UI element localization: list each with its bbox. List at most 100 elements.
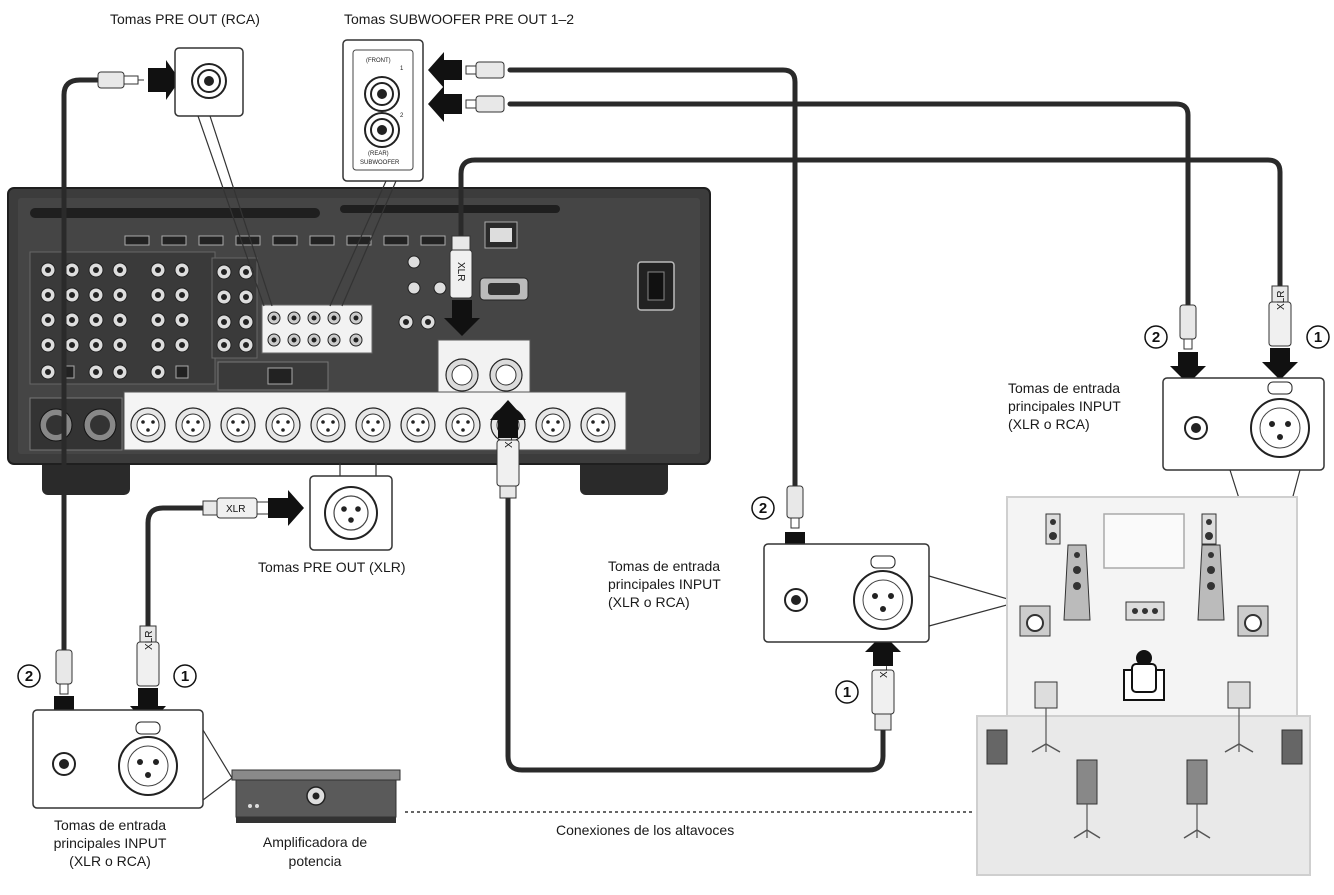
xlr-plug-label: XLR xyxy=(144,631,155,650)
label-input-middle: Tomas de entrada principales INPUT (XLR … xyxy=(608,558,721,610)
input-line-1: Tomas de entrada xyxy=(54,817,166,833)
cable-sub-xlr-rear xyxy=(458,157,1283,291)
marker-one: 1 xyxy=(1306,325,1330,349)
hdmi-ports xyxy=(124,221,518,249)
xlr-plug-label: XLR xyxy=(879,659,890,678)
power-amplifier xyxy=(231,769,401,823)
speaker-icon xyxy=(1034,681,1058,709)
sub-1-label: 1 xyxy=(400,66,404,72)
arrow-down-icon xyxy=(1170,352,1206,384)
xlr-plug-mid-input: XLR xyxy=(871,659,895,731)
xlr-plug-label: XLR xyxy=(455,262,466,281)
amp-input-left xyxy=(32,709,233,809)
arrow-left-icon xyxy=(428,86,462,122)
marker-one-label: 1 xyxy=(1314,329,1322,346)
rca-plug-sub-rear xyxy=(465,95,505,113)
label-input-right: Tomas de entrada principales INPUT (XLR … xyxy=(1008,380,1121,432)
xlr-plug-sub-rear: XLR xyxy=(449,235,473,299)
marker-two-label: 2 xyxy=(759,500,767,517)
antenna-right xyxy=(340,205,560,213)
cables xyxy=(61,67,1283,773)
input-line-2: principales INPUT xyxy=(608,576,721,592)
arrow-up-icon xyxy=(490,400,526,438)
arrow-up-icon xyxy=(865,634,901,666)
xlr-pre-out-row xyxy=(29,391,627,451)
speaker-icon xyxy=(1186,759,1208,805)
speaker-icon xyxy=(1076,759,1098,805)
sub-rear-label: (REAR) xyxy=(368,151,389,157)
input-line-1: Tomas de entrada xyxy=(608,558,720,574)
marker-two: 2 xyxy=(1144,325,1168,349)
amp-line-1: Amplificadora de xyxy=(263,834,367,850)
xlr-plug-label: XLR xyxy=(504,429,515,448)
cable-sub-xlr-front xyxy=(505,485,886,773)
rca-plug-right-input xyxy=(1179,304,1197,350)
sub-front-label: (FRONT) xyxy=(366,58,391,64)
amp-input-middle xyxy=(763,543,1021,643)
marker-two: 2 xyxy=(17,664,41,688)
plugs: XLR XLR XLR XLR xyxy=(55,61,1292,731)
xlr-plug-label: XLR xyxy=(226,504,245,515)
marker-two-label: 2 xyxy=(25,668,33,685)
input-line-3: (XLR o RCA) xyxy=(69,853,151,869)
analog-input-block xyxy=(29,251,216,385)
label-input-left: Tomas de entrada principales INPUT (XLR … xyxy=(54,817,167,869)
xlr-plug-left-input: XLR xyxy=(136,625,160,687)
marker-one: 1 xyxy=(173,664,197,688)
cable-xlr-pre-out xyxy=(145,505,208,645)
marker-two-label: 2 xyxy=(1152,329,1160,346)
xlr-plug-pre-out: XLR xyxy=(202,497,270,519)
arrows xyxy=(46,52,1298,732)
cable-sub-front xyxy=(507,67,798,491)
label-subwoofer-pre-out: Tomas SUBWOOFER PRE OUT 1–2 xyxy=(344,11,574,27)
input-line-3: (XLR o RCA) xyxy=(1008,416,1090,432)
pre-out-xlr-callout xyxy=(309,475,393,551)
marker-one-label: 1 xyxy=(181,668,189,685)
amp-line-2: potencia xyxy=(289,853,342,869)
sub-2-label: 2 xyxy=(400,113,404,119)
arrow-down-icon xyxy=(444,300,480,336)
xlr-plug-label: XLR xyxy=(1276,291,1287,310)
speaker-icon xyxy=(1281,729,1303,765)
tv-screen-icon xyxy=(1103,513,1185,569)
rca-plug-sub-front xyxy=(465,61,505,79)
input-line-2: principales INPUT xyxy=(1008,398,1121,414)
arrow-right-icon xyxy=(268,490,304,526)
label-xlr-pre-out: Tomas PRE OUT (XLR) xyxy=(258,559,406,575)
arrow-down-icon xyxy=(1262,348,1298,380)
rca-plug-left-input xyxy=(55,649,73,695)
subwoofer-pre-out-callout: (FRONT) 1 2 (REAR) SUBWOOFER xyxy=(342,39,424,182)
label-speaker-connections: Conexiones de los altavoces xyxy=(556,822,734,838)
input-line-1: Tomas de entrada xyxy=(1008,380,1120,396)
arrow-left-icon xyxy=(428,52,462,88)
listener-icon xyxy=(1123,650,1165,701)
callout-lines xyxy=(197,115,397,476)
speaker-icon xyxy=(986,729,1008,765)
antenna-left xyxy=(30,208,320,218)
speaker-room-layout xyxy=(976,496,1311,876)
arrow-right-icon xyxy=(148,60,180,100)
zone-out-block xyxy=(211,257,258,359)
marker-two: 2 xyxy=(751,496,775,520)
marker-one-label: 1 xyxy=(843,684,851,701)
xlr-plug-sub-front: XLR xyxy=(496,429,520,499)
misc-jacks xyxy=(398,255,529,330)
xlr-plug-right-input: XLR xyxy=(1268,285,1292,347)
input-line-3: (XLR o RCA) xyxy=(608,594,690,610)
amp-input-right xyxy=(1162,377,1325,593)
cable-rca-pre-out xyxy=(61,77,101,675)
marker-one: 1 xyxy=(835,680,859,704)
receiver-rear-panel xyxy=(7,187,711,495)
sub-title-label: SUBWOOFER xyxy=(360,160,400,166)
label-rca-pre-out: Tomas PRE OUT (RCA) xyxy=(110,11,260,27)
input-line-2: principales INPUT xyxy=(54,835,167,851)
arrow-down-icon xyxy=(130,688,166,726)
speaker-icon xyxy=(1227,681,1251,709)
pre-out-rca-callout xyxy=(174,47,244,117)
label-power-amp: Amplificadora de potencia xyxy=(263,834,367,869)
pre-out-rca-strip xyxy=(261,304,373,354)
cable-sub-rear xyxy=(507,101,1191,308)
rca-plug-mid-input xyxy=(786,485,804,529)
rca-plug-pre-out xyxy=(97,71,144,89)
